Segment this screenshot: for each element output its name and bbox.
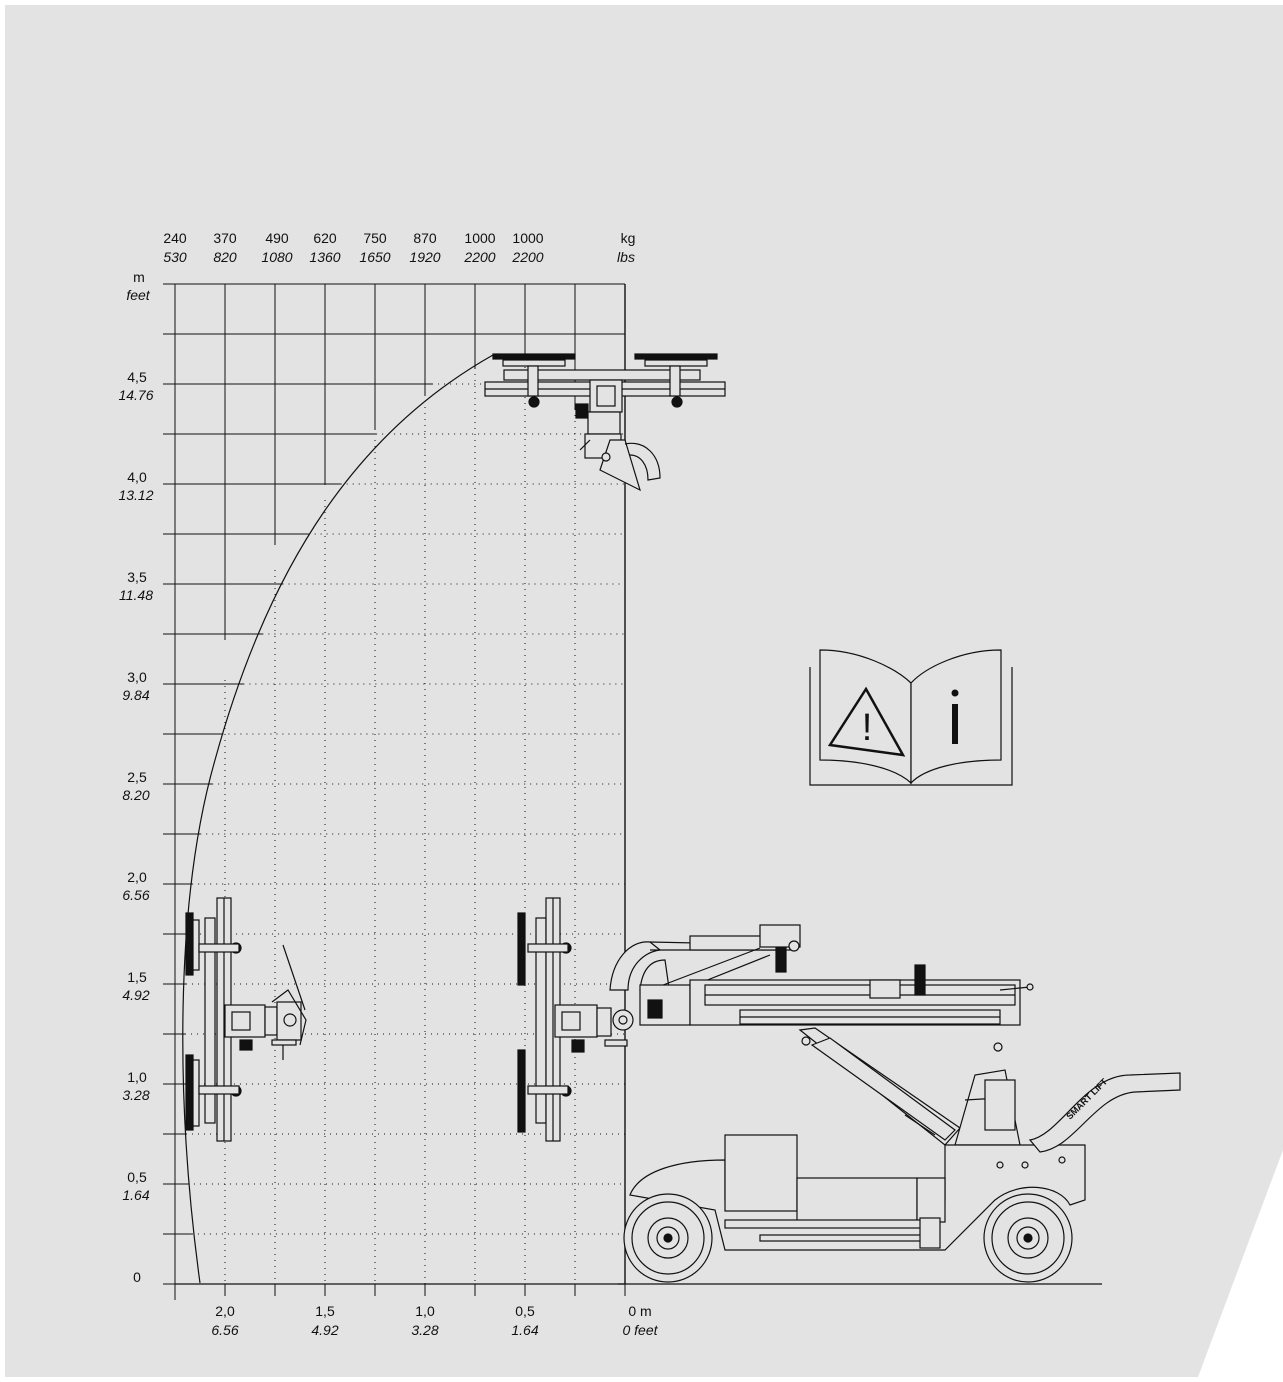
reach-ft-label: 4.92 <box>311 1322 338 1338</box>
height-m-label: 1,0 <box>127 1069 147 1085</box>
load-lbs-label: 820 <box>213 249 237 265</box>
load-kg-label: 490 <box>265 230 289 246</box>
height-m-label: 3,5 <box>127 569 147 585</box>
height-m-label: 1,5 <box>127 969 147 985</box>
left-suction-frame-icon <box>185 897 307 1142</box>
reach-m-label: 0,5 <box>515 1303 535 1319</box>
height-ft-label: 3.28 <box>122 1087 149 1103</box>
front-wheel-icon <box>623 1193 713 1283</box>
grid <box>163 283 626 1300</box>
load-lbs-label: 2200 <box>511 249 543 265</box>
height-ft-label: 1.64 <box>122 1187 149 1203</box>
height-ft-label: 14.76 <box>118 387 153 403</box>
height-m-label: 0 <box>133 1269 141 1285</box>
rear-wheel-icon <box>983 1193 1073 1283</box>
background-panel <box>5 5 1283 1377</box>
feet-unit-label: feet <box>126 287 150 303</box>
height-m-label: 2,5 <box>127 769 147 785</box>
reach-m-label: 1,5 <box>315 1303 335 1319</box>
reach-m-label: 0 m <box>628 1303 651 1319</box>
reach-m-label: 2,0 <box>215 1303 235 1319</box>
height-ft-label: 4.92 <box>122 987 149 1003</box>
load-kg-label: 620 <box>313 230 337 246</box>
load-kg-label: 1000 <box>464 230 495 246</box>
load-lbs-label: 530 <box>163 249 187 265</box>
load-kg-label: 240 <box>163 230 187 246</box>
reach-ft-label: 0 feet <box>622 1322 658 1338</box>
height-m-label: 4,5 <box>127 369 147 385</box>
reach-m-label: 1,0 <box>415 1303 435 1319</box>
height-ft-label: 9.84 <box>122 687 149 703</box>
load-lbs-label: 1920 <box>409 249 440 265</box>
load-kg-label: 370 <box>213 230 237 246</box>
load-kg-label: 750 <box>363 230 387 246</box>
reach-ft-label: 6.56 <box>211 1322 238 1338</box>
height-m-label: 2,0 <box>127 869 147 885</box>
axis-labels: kg lbs m feet 240 530 370 820 490 1080 620 1360… <box>118 230 658 1338</box>
height-ft-label: 8.20 <box>122 787 149 803</box>
load-lbs-label: 1650 <box>359 249 390 265</box>
reach-ft-label: 3.28 <box>411 1322 438 1338</box>
top-suction-frame-icon <box>484 353 726 492</box>
middle-suction-frame-icon <box>517 897 634 1142</box>
load-lbs-label: 1080 <box>261 249 292 265</box>
reach-ft-label: 1.64 <box>511 1322 538 1338</box>
height-ft-label: 11.48 <box>119 587 153 603</box>
load-lbs-label: 2200 <box>463 249 495 265</box>
height-ft-label: 6.56 <box>122 887 149 903</box>
height-m-label: 4,0 <box>127 469 147 485</box>
load-lbs-label: 1360 <box>309 249 340 265</box>
svg-text:!: ! <box>862 707 873 749</box>
load-kg-label: 870 <box>413 230 437 246</box>
exclamation-triangle-icon: ! <box>827 686 906 757</box>
height-m-label: 3,0 <box>127 669 147 685</box>
lbs-unit-label: lbs <box>617 249 635 265</box>
m-unit-label: m <box>133 269 145 285</box>
reach-envelope-curve <box>182 354 575 1284</box>
height-m-label: 0,5 <box>127 1169 147 1185</box>
info-icon <box>951 689 959 744</box>
load-kg-label: 1000 <box>512 230 543 246</box>
manual-warning-icon: ! <box>809 649 1013 786</box>
kg-unit-label: kg <box>621 230 636 246</box>
height-ft-label: 13.12 <box>118 487 153 503</box>
